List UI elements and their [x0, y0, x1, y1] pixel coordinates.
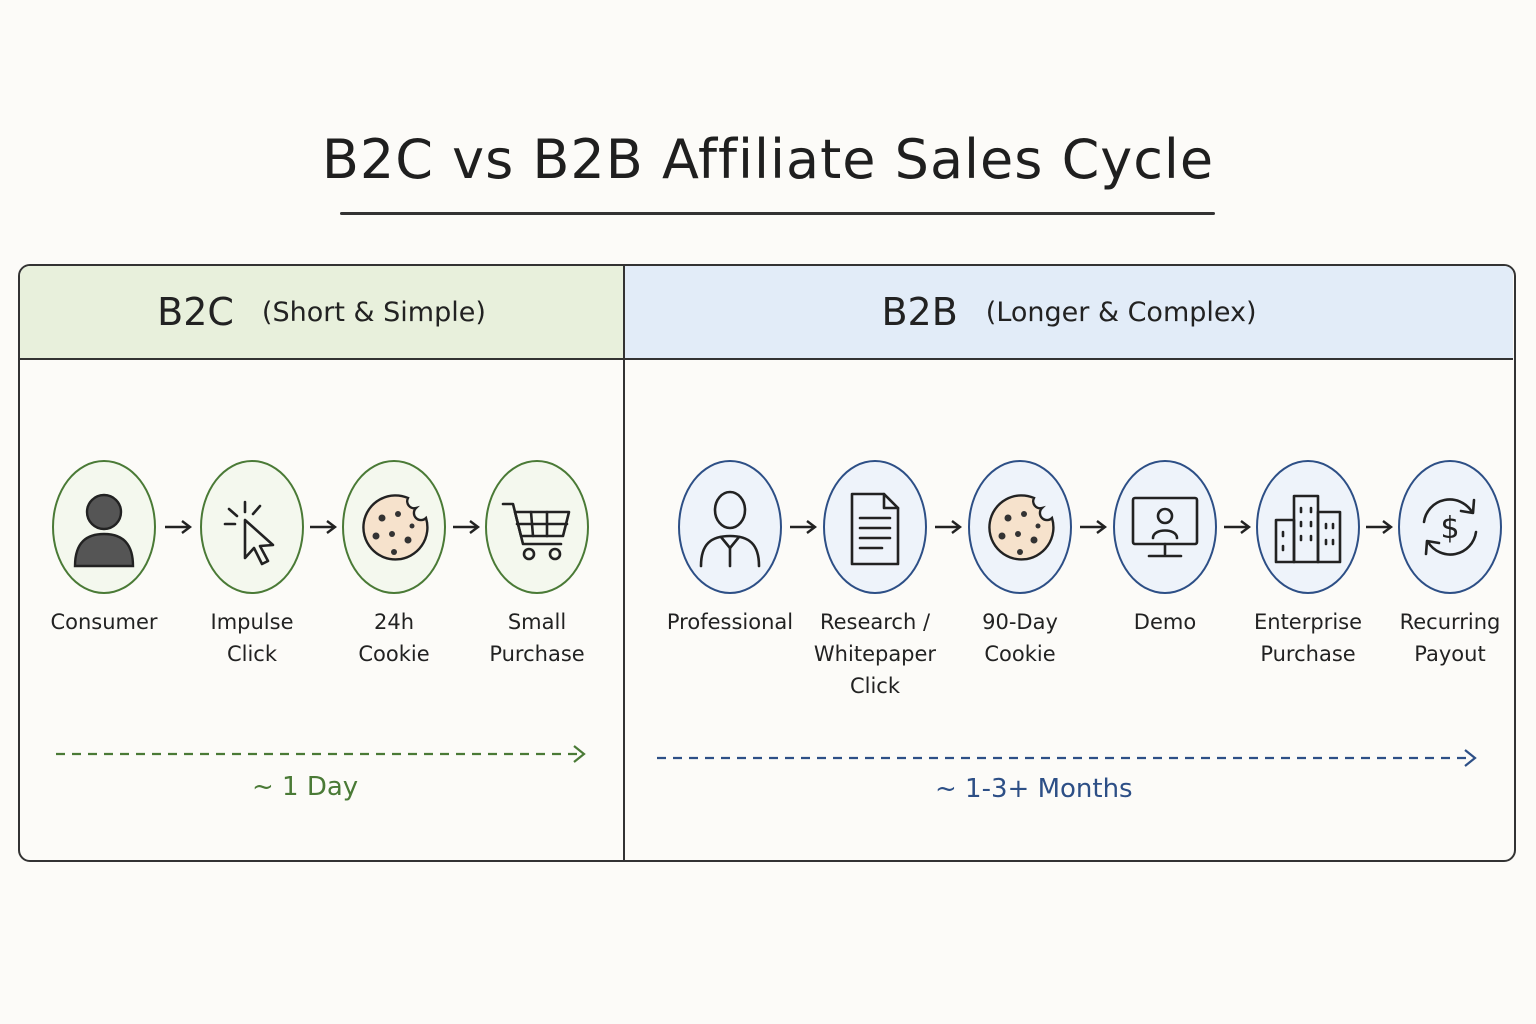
b2b-step-5: [1256, 460, 1360, 594]
shopping-cart-icon: [497, 482, 577, 572]
cursor-click-icon: [217, 482, 287, 572]
professional-person-icon: [695, 482, 765, 572]
b2c-step-2: [200, 460, 304, 594]
cookie-icon: [354, 482, 434, 572]
b2b-step-4: [1113, 460, 1217, 594]
b2b-arrow-5: [1366, 520, 1393, 534]
b2c-timeline-arrow: [56, 745, 586, 763]
b2b-arrow-3: [1079, 520, 1107, 534]
b2c-step-4-label-line: Purchase: [489, 642, 585, 666]
b2b-step-3-label-line: 90-Day: [982, 610, 1058, 634]
b2b-step-5-label-line: Enterprise: [1253, 610, 1363, 634]
b2b-step-5-label-line: Purchase: [1260, 642, 1356, 666]
b2b-step-6: $: [1398, 460, 1502, 594]
b2b-step-1: [678, 460, 782, 594]
b2b-step-3-label-line: Cookie: [984, 642, 1056, 666]
b2b-arrow-2: [934, 520, 962, 534]
b2c-step-1-label-line: Consumer: [50, 610, 158, 634]
b2c-step-1-label: Consumer: [29, 606, 179, 638]
person-icon: [69, 482, 139, 572]
b2b-step-2-label-line: Whitepaper: [813, 642, 937, 666]
b2b-step-6-label-line: Payout: [1414, 642, 1486, 666]
b2c-step-4: [485, 460, 589, 594]
b2b-header: B2B (Longer & Complex): [625, 266, 1513, 360]
b2c-arrow-2: [310, 520, 337, 534]
b2b-panel: B2B (Longer & Complex) Professional Rese…: [625, 266, 1513, 860]
b2c-step-3-label-line: 24h: [373, 610, 415, 634]
recurring-dollar-icon: $: [1410, 482, 1490, 572]
b2b-step-4-label: Demo: [1090, 606, 1240, 638]
b2b-step-1-label-line: Professional: [666, 610, 794, 634]
b2b-step-4-label-line: Demo: [1133, 610, 1197, 634]
b2c-step-2-label-line: Click: [226, 642, 278, 666]
b2b-step-2-label-line: Research /: [819, 610, 931, 634]
monitor-demo-icon: [1125, 482, 1205, 572]
b2b-arrow-1: [789, 520, 817, 534]
b2c-step-3-label-line: Cookie: [358, 642, 430, 666]
b2c-duration: ~ 1 Day: [252, 772, 359, 802]
b2c-step-1: [52, 460, 156, 594]
b2b-step-6-label-line: Recurring: [1399, 610, 1501, 634]
b2c-step-3: [342, 460, 446, 594]
b2b-arrow-4: [1223, 520, 1251, 534]
b2b-step-2: [823, 460, 927, 594]
b2c-arrow-3: [452, 520, 480, 534]
b2b-step-2-label-line: Click: [849, 674, 901, 698]
b2b-subheading: (Longer & Complex): [985, 296, 1257, 328]
b2b-heading: B2B: [881, 290, 958, 334]
b2b-duration: ~ 1-3+ Months: [935, 774, 1133, 804]
b2c-arrow-1: [165, 520, 192, 534]
b2c-step-4-label-line: Small: [507, 610, 567, 634]
b2c-step-2-label-line: Impulse: [210, 610, 294, 634]
page-title: B2C vs B2B Affiliate Sales Cycle: [321, 128, 1215, 191]
b2b-step-3: [968, 460, 1072, 594]
building-icon: [1268, 482, 1348, 572]
b2b-timeline-arrow: [657, 749, 1477, 767]
document-icon: [840, 482, 910, 572]
b2c-subheading: (Short & Simple): [261, 296, 486, 328]
b2c-heading: B2C: [157, 290, 234, 334]
cookie-icon: [980, 482, 1060, 572]
b2b-step-1-label: Professional: [655, 606, 805, 638]
svg-text:$: $: [1440, 511, 1459, 546]
b2c-header: B2C (Short & Simple): [20, 266, 623, 360]
title-underline: [340, 212, 1215, 215]
